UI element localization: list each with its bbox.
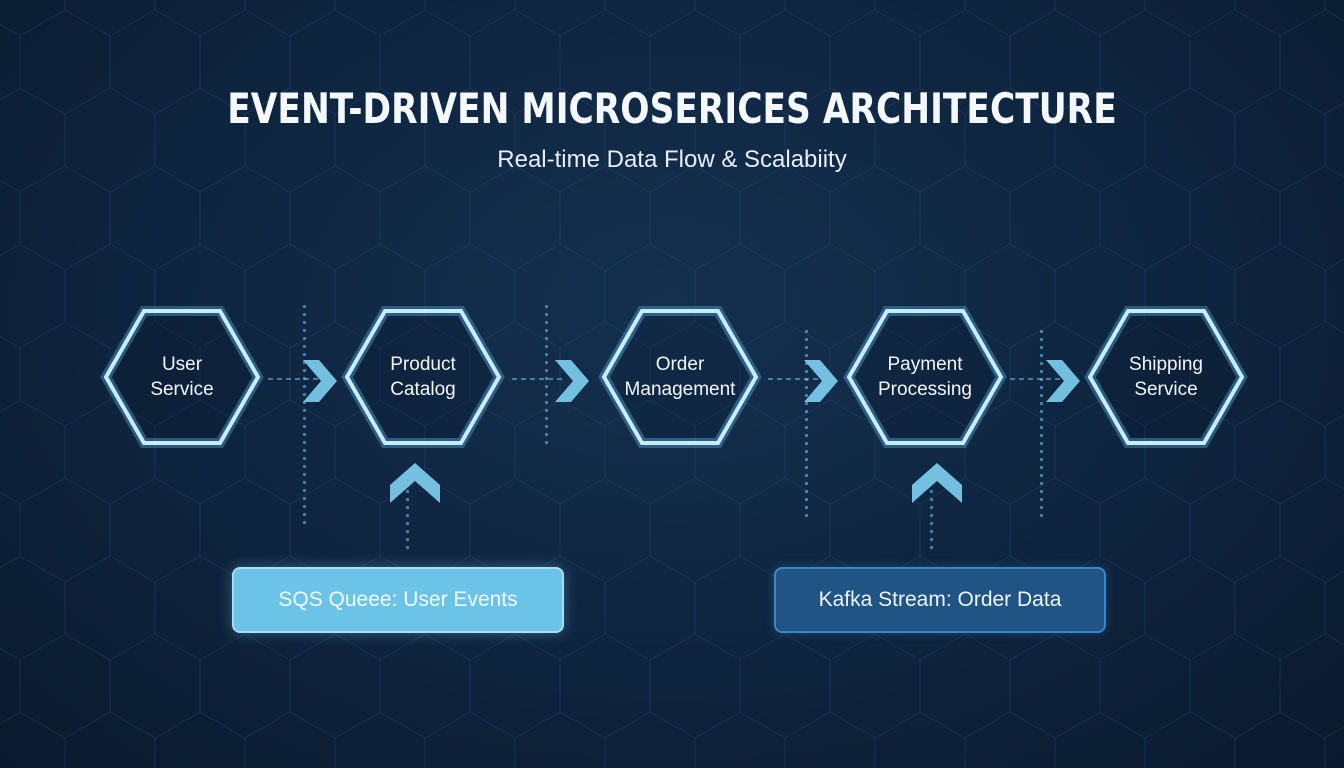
hexagon-icon: [100, 306, 264, 448]
service-node-order-management[interactable]: Order Management: [598, 306, 762, 448]
service-label-line2: Catalog: [390, 379, 456, 400]
service-label-line2: Service: [150, 379, 214, 400]
hexagon-icon: [843, 306, 1007, 448]
page-subtitle: Real-time Data Flow & Scalabiity: [497, 146, 847, 173]
arrow-right-icon: [804, 360, 838, 402]
arrow-up-icon: [390, 463, 440, 503]
data-stream-decoration: [512, 378, 562, 380]
arrow-right-icon: [555, 360, 589, 402]
kafka-stream-label: Kafka Stream: Order Data: [818, 588, 1062, 611]
service-label-line1: Shipping: [1129, 354, 1203, 375]
hexagon-icon: [341, 306, 505, 448]
arrow-right-icon: [303, 360, 337, 402]
page-title: EVENT-DRIVEN MICROSERICES ARCHITECTURE: [227, 84, 1117, 133]
service-label-line1: User: [161, 354, 203, 375]
kafka-stream-box[interactable]: Kafka Stream: Order Data: [774, 567, 1106, 633]
data-stream-decoration: [268, 378, 318, 380]
arrow-up-icon: [912, 463, 962, 503]
service-label-line2: Processing: [878, 379, 972, 400]
service-label-line2: Management: [624, 379, 736, 400]
service-label-line1: Product: [390, 354, 456, 375]
service-node-product-catalog[interactable]: Product Catalog: [341, 306, 505, 448]
service-label-line2: Service: [1134, 379, 1198, 400]
service-label-line1: Payment: [887, 354, 963, 375]
data-stream-decoration: [768, 378, 818, 380]
service-node-shipping-service[interactable]: Shipping Service: [1084, 306, 1248, 448]
hexagon-icon: [598, 306, 762, 448]
data-stream-decoration: [406, 490, 409, 550]
sqs-queue-box[interactable]: SQS Queee: User Events: [232, 567, 564, 633]
service-label-line1: Order: [655, 354, 705, 375]
data-stream-decoration: [805, 330, 808, 520]
service-node-user-service[interactable]: User Service: [100, 306, 264, 448]
data-stream-decoration: [545, 305, 548, 445]
data-stream-decoration: [303, 305, 306, 525]
arrow-right-icon: [1046, 360, 1080, 402]
data-stream-decoration: [1040, 330, 1043, 520]
hexagon-icon: [1084, 306, 1248, 448]
sqs-queue-label: SQS Queee: User Events: [278, 588, 518, 611]
data-stream-decoration: [930, 490, 933, 550]
data-stream-decoration: [1010, 378, 1060, 380]
service-node-payment-processing[interactable]: Payment Processing: [843, 306, 1007, 448]
